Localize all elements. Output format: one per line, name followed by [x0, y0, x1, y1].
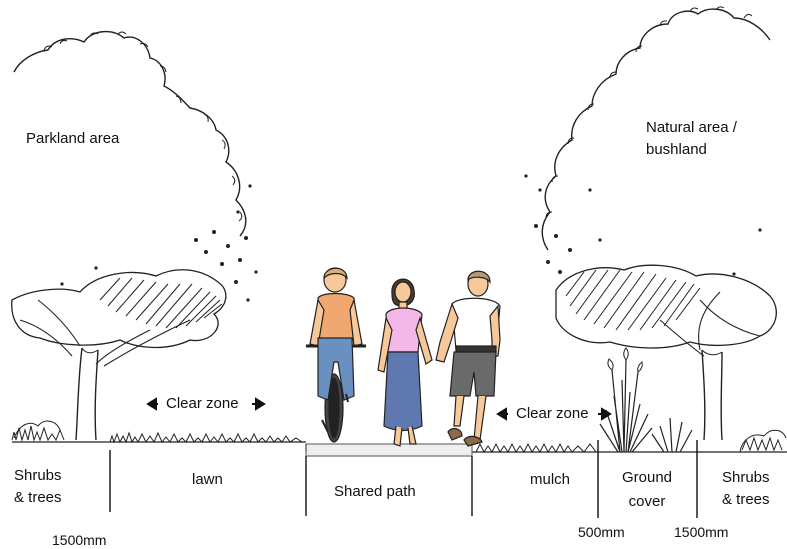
shrubs-trees-right-line1: Shrubs: [722, 468, 770, 488]
lawn-label: lawn: [192, 470, 223, 490]
mulch-label: mulch: [530, 470, 570, 490]
natural-area-label-line2: bushland: [646, 140, 707, 160]
ground-cover-label-line1: Ground: [614, 468, 680, 488]
shrubs-trees-right-line2: & trees: [722, 490, 770, 510]
ground-cover-label-line2: cover: [614, 492, 680, 512]
shared-path-label: Shared path: [334, 482, 416, 502]
natural-area-label-line1: Natural area /: [646, 118, 737, 138]
parkland-area-label: Parkland area: [26, 129, 119, 149]
left-lower-tree: [12, 270, 226, 440]
dimension-500mm: 500mm: [578, 522, 625, 542]
man-figure: [436, 271, 500, 446]
shrubs-trees-left-line1: Shrubs: [14, 466, 62, 486]
cyclist-figure: [306, 268, 366, 442]
shrubs-trees-left-line2: & trees: [14, 488, 62, 508]
right-lower-tree: [556, 265, 776, 440]
dimension-right-1500mm: 1500mm: [674, 522, 728, 542]
dimension-left-1500mm: 1500mm: [52, 530, 106, 549]
clear-zone-left-label: Clear zone: [166, 394, 239, 414]
shared-path-surface: [306, 444, 472, 456]
clear-zone-right-label: Clear zone: [516, 404, 589, 424]
right-ground-plants: [476, 348, 786, 452]
left-ground-grass: [12, 421, 302, 442]
woman-figure: [378, 279, 432, 446]
